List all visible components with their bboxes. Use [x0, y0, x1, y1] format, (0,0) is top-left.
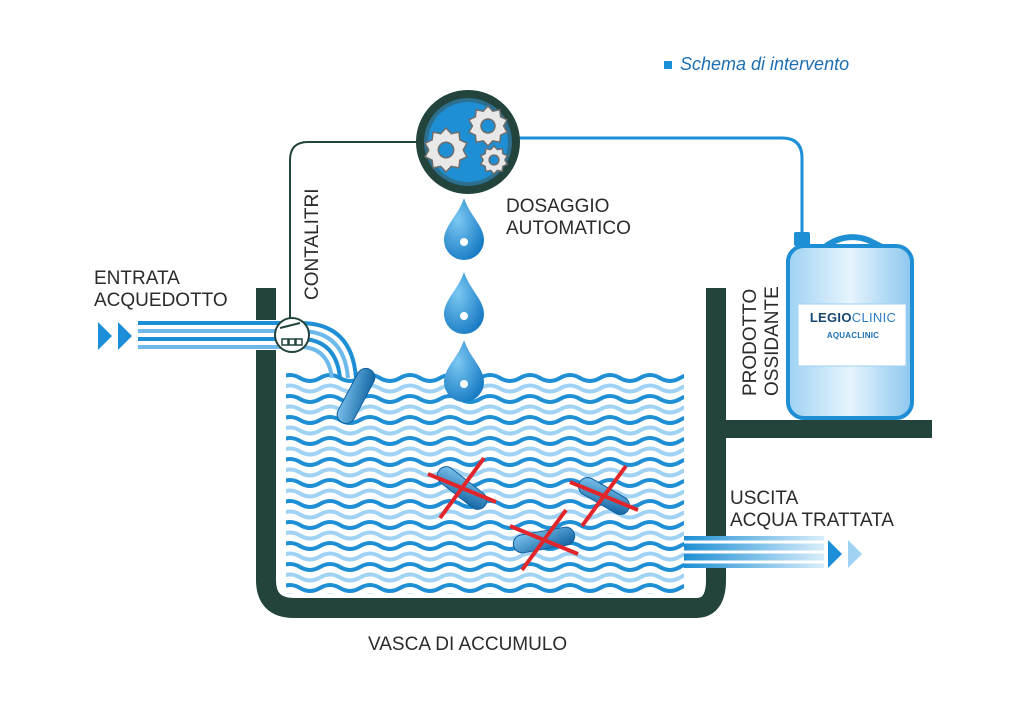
gear-icon	[479, 144, 509, 176]
bacterium-icon	[336, 367, 376, 425]
water-wave	[286, 509, 684, 520]
water-wave	[286, 551, 684, 562]
water-wave	[286, 457, 684, 467]
water-meter-icon	[274, 317, 310, 353]
brand-maker: AQUACLINIC	[826, 331, 880, 340]
tank-wall	[256, 288, 726, 618]
outlet-label-line-1: USCITA	[730, 488, 799, 509]
water-wave	[286, 520, 684, 530]
dosing-pump-icon	[416, 90, 520, 194]
product-suction-line	[515, 136, 804, 236]
outlet-arrow-2	[848, 540, 862, 568]
water-wave	[286, 530, 684, 541]
outlet-arrow-1	[828, 540, 842, 568]
water-wave	[286, 425, 684, 436]
meter-signal-line	[289, 141, 420, 322]
inlet-label-line-1: ENTRATA	[94, 268, 180, 289]
brand-light: CLINIC	[851, 310, 897, 325]
tank-label: VASCA DI ACCUMULO	[368, 634, 568, 655]
inlet-pipe	[138, 320, 358, 379]
dosing-label: DOSAGGIO AUTOMATICO	[506, 196, 631, 240]
oxidant-canister	[786, 232, 914, 420]
water-wave	[286, 562, 684, 572]
inlet-arrow-2	[118, 322, 132, 350]
product-label: PRODOTTO OSSIDANTE	[740, 286, 784, 396]
drop-icon	[444, 340, 484, 402]
water-wave	[286, 541, 684, 551]
meter-label: CONTALITRI	[302, 188, 323, 300]
water-wave	[286, 436, 684, 446]
inlet-label: ENTRATA ACQUEDOTTO	[94, 268, 228, 312]
inlet-label-line-2: ACQUEDOTTO	[94, 290, 228, 311]
cross-mark	[569, 464, 639, 528]
water-wave	[286, 446, 684, 457]
brand-bold: LEGIO	[809, 310, 852, 325]
cross-mark	[427, 456, 497, 520]
product-shelf	[706, 420, 932, 438]
outlet-label-line-2: ACQUA TRATTATA	[730, 510, 894, 531]
outlet-label: USCITA ACQUA TRATTATA	[730, 488, 894, 532]
water-wave	[286, 572, 684, 583]
legend-text: Schema di intervento	[680, 54, 850, 74]
drop-icon	[444, 198, 484, 260]
product-brand-logo: LEGIOCLINIC AQUACLINIC	[798, 310, 908, 343]
legend-square-icon	[664, 61, 672, 70]
inlet-arrow-1	[98, 322, 112, 350]
gear-icon	[467, 104, 509, 148]
dosing-label-line-1: DOSAGGIO	[506, 196, 610, 217]
water-wave	[286, 499, 684, 509]
outlet-pipe	[684, 536, 824, 568]
cross-mark	[509, 508, 579, 572]
drop-icon	[444, 272, 484, 334]
legend: Schema di intervento	[664, 54, 849, 75]
water-wave	[286, 488, 684, 499]
water-wave	[286, 415, 684, 425]
water-wave	[286, 583, 684, 593]
water-wave	[286, 478, 684, 488]
water-wave	[286, 467, 684, 478]
dosing-label-line-2: AUTOMATICO	[506, 218, 631, 239]
product-label-line-1: PRODOTTO	[740, 288, 761, 396]
product-label-line-2: OSSIDANTE	[762, 286, 783, 396]
gear-icon	[424, 126, 468, 174]
